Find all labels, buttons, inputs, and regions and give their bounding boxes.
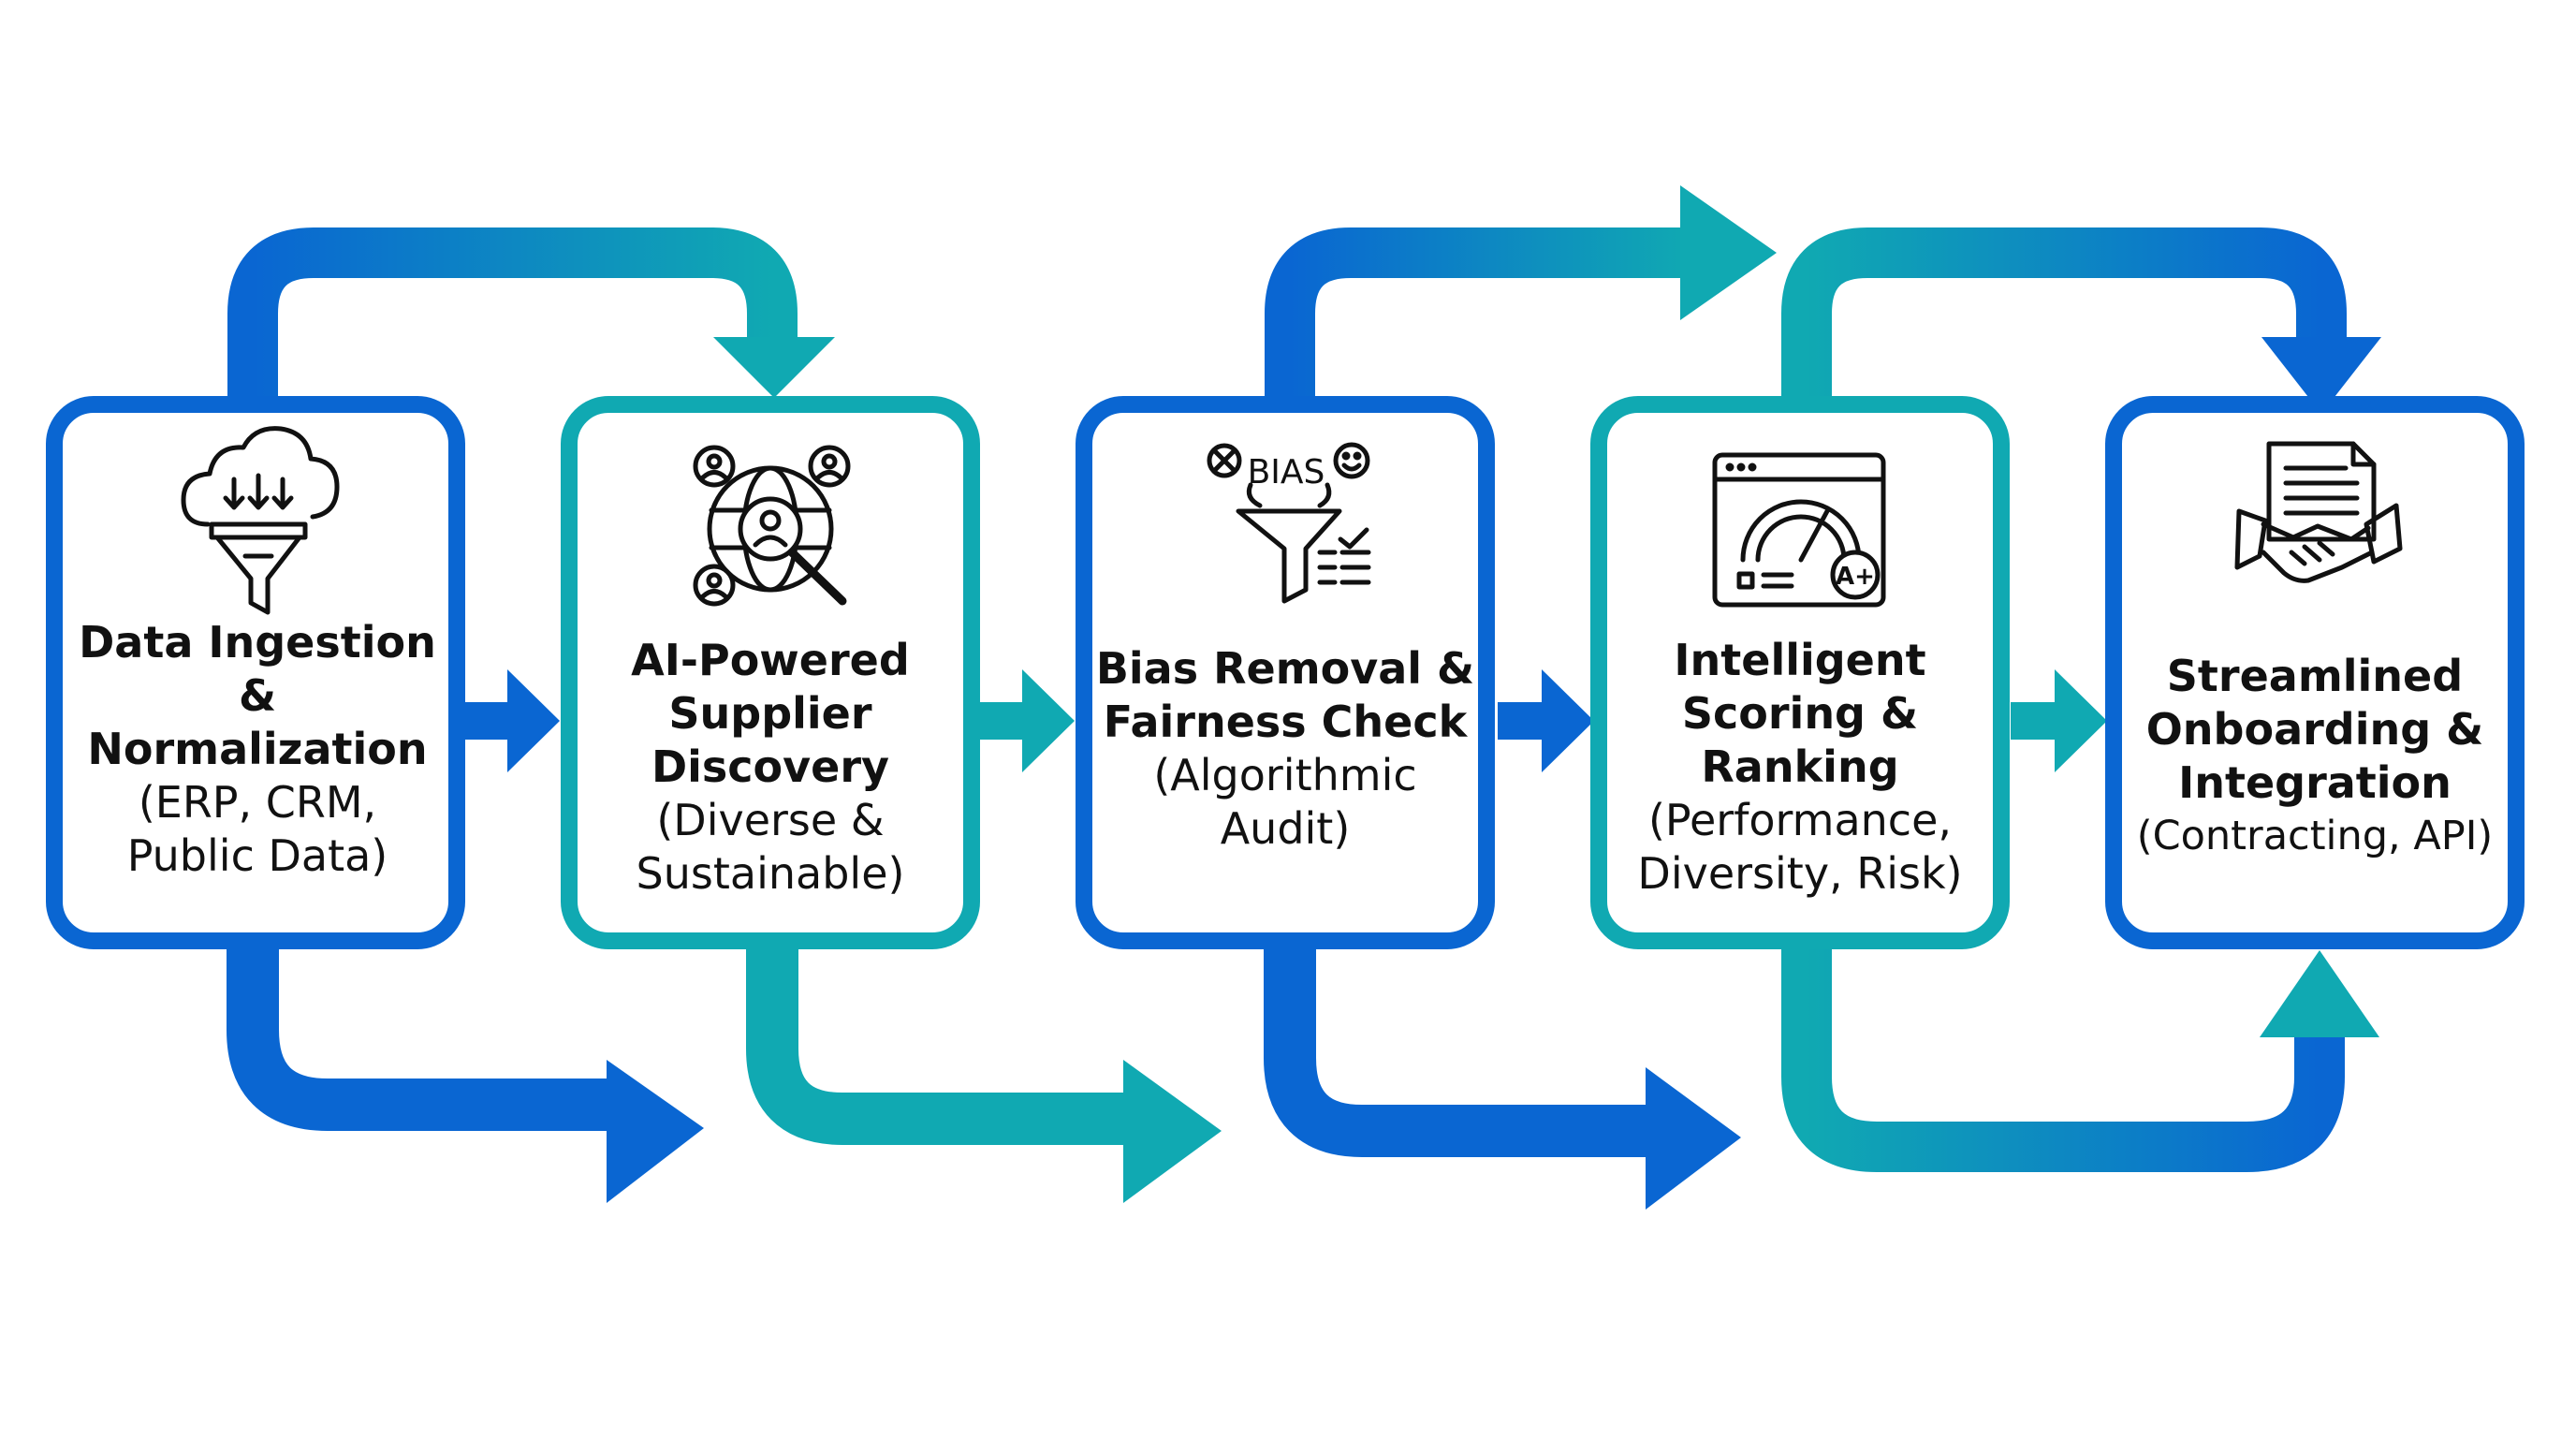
stage-3-title-line-2: Fairness Check — [1103, 697, 1468, 747]
stage-4-text: Intelligent Scoring & Ranking (Performan… — [1608, 625, 1992, 908]
stage-4-detail: (Performance, Diversity, Risk) — [1637, 794, 1962, 901]
loop-arrow-top-3 — [1781, 227, 2381, 414]
stage-5-title-line-3: Integration — [2178, 757, 2452, 808]
stage-2-detail: (Diverse & Sustainable) — [637, 794, 905, 901]
stage-1-detail-line-1: (ERP, CRM, — [138, 776, 377, 828]
stage-2-detail-line-1: (Diverse & — [656, 794, 885, 845]
stage-5-detail-line-1: (Contracting, API) — [2136, 813, 2494, 859]
stage-4-title-line-1: Intelligent — [1674, 634, 1926, 685]
connector-arrow-3-4 — [1498, 669, 1594, 772]
handshake-contract-icon — [2234, 441, 2403, 583]
stage-box-4 — [1590, 396, 2010, 949]
stage-3-detail-line-1: (Algorithmic — [1153, 750, 1417, 800]
stage-4-title: Intelligent Scoring & Ranking — [1674, 634, 1925, 794]
stage-1-title: Data Ingestion & Normalization — [66, 616, 449, 776]
stage-box-1 — [46, 396, 465, 949]
stage-3-title-line-1: Bias Removal & — [1095, 643, 1475, 694]
stage-1-detail-line-2: Public Data) — [126, 829, 388, 881]
stage-3-detail: (Algorithmic Audit) — [1153, 749, 1416, 856]
stage-1-text: Data Ingestion & Normalization (ERP, CRM… — [66, 617, 449, 881]
stage-4-title-line-2: Scoring & — [1681, 687, 1919, 739]
cloud-funnel-icon — [181, 426, 340, 615]
stage-2-title-line-3: Discovery — [651, 741, 890, 792]
stage-5-title-line-1: Streamlined — [2166, 651, 2464, 701]
stage-box-3 — [1076, 396, 1495, 949]
globe-search-people-icon — [693, 445, 851, 607]
loop-arrow-top-1 — [227, 227, 835, 398]
stage-2-title-line-1: AI-Powered — [631, 634, 910, 685]
connector-arrow-1-2 — [463, 669, 560, 772]
connector-arrow-2-3 — [978, 669, 1075, 772]
stage-3-text: Bias Removal & Fairness Check (Algorithm… — [1093, 637, 1477, 861]
bias-icon-label: BIAS — [1248, 453, 1325, 492]
scoring-gauge-icon — [1712, 452, 1886, 608]
stage-1-detail: (ERP, CRM, Public Data) — [127, 776, 388, 883]
loop-arrow-bottom-1 — [227, 946, 704, 1203]
bias-filter-icon — [1207, 442, 1371, 604]
score-icon-label: A+ — [1836, 563, 1875, 591]
stage-4-title-line-3: Ranking — [1701, 741, 1899, 792]
stage-5-title: Streamlined Onboarding & Integration — [2146, 650, 2484, 810]
loop-arrow-top-2 — [1265, 185, 1777, 398]
stage-5-title-line-2: Onboarding & — [2145, 704, 2484, 755]
stage-3-title: Bias Removal & Fairness Check — [1096, 642, 1474, 749]
stage-4-detail-line-2: Diversity, Risk) — [1637, 847, 1963, 899]
loop-arrow-bottom-4 — [1781, 946, 2379, 1172]
stage-3-detail-line-2: Audit) — [1220, 803, 1351, 854]
connector-arrow-4-5 — [2011, 669, 2107, 772]
stage-box-2 — [561, 396, 980, 949]
stage-5-detail: (Contracting, API) — [2137, 810, 2493, 863]
stage-1-title-line-1: Data Ingestion & — [79, 616, 436, 721]
stage-2-text: AI-Powered Supplier Discovery (Diverse &… — [578, 625, 962, 908]
stage-2-title: AI-Powered Supplier Discovery — [631, 634, 910, 794]
stage-2-title-line-2: Supplier — [668, 687, 872, 739]
stage-4-detail-line-1: (Performance, — [1647, 794, 1953, 845]
loop-arrow-bottom-2 — [746, 946, 1222, 1203]
stage-box-5 — [2105, 396, 2525, 949]
stage-5-text: Streamlined Onboarding & Integration (Co… — [2123, 644, 2507, 869]
stage-1-title-line-2: Normalization — [87, 723, 428, 774]
stage-2-detail-line-2: Sustainable) — [636, 847, 905, 899]
loop-arrow-bottom-3 — [1264, 946, 1741, 1210]
